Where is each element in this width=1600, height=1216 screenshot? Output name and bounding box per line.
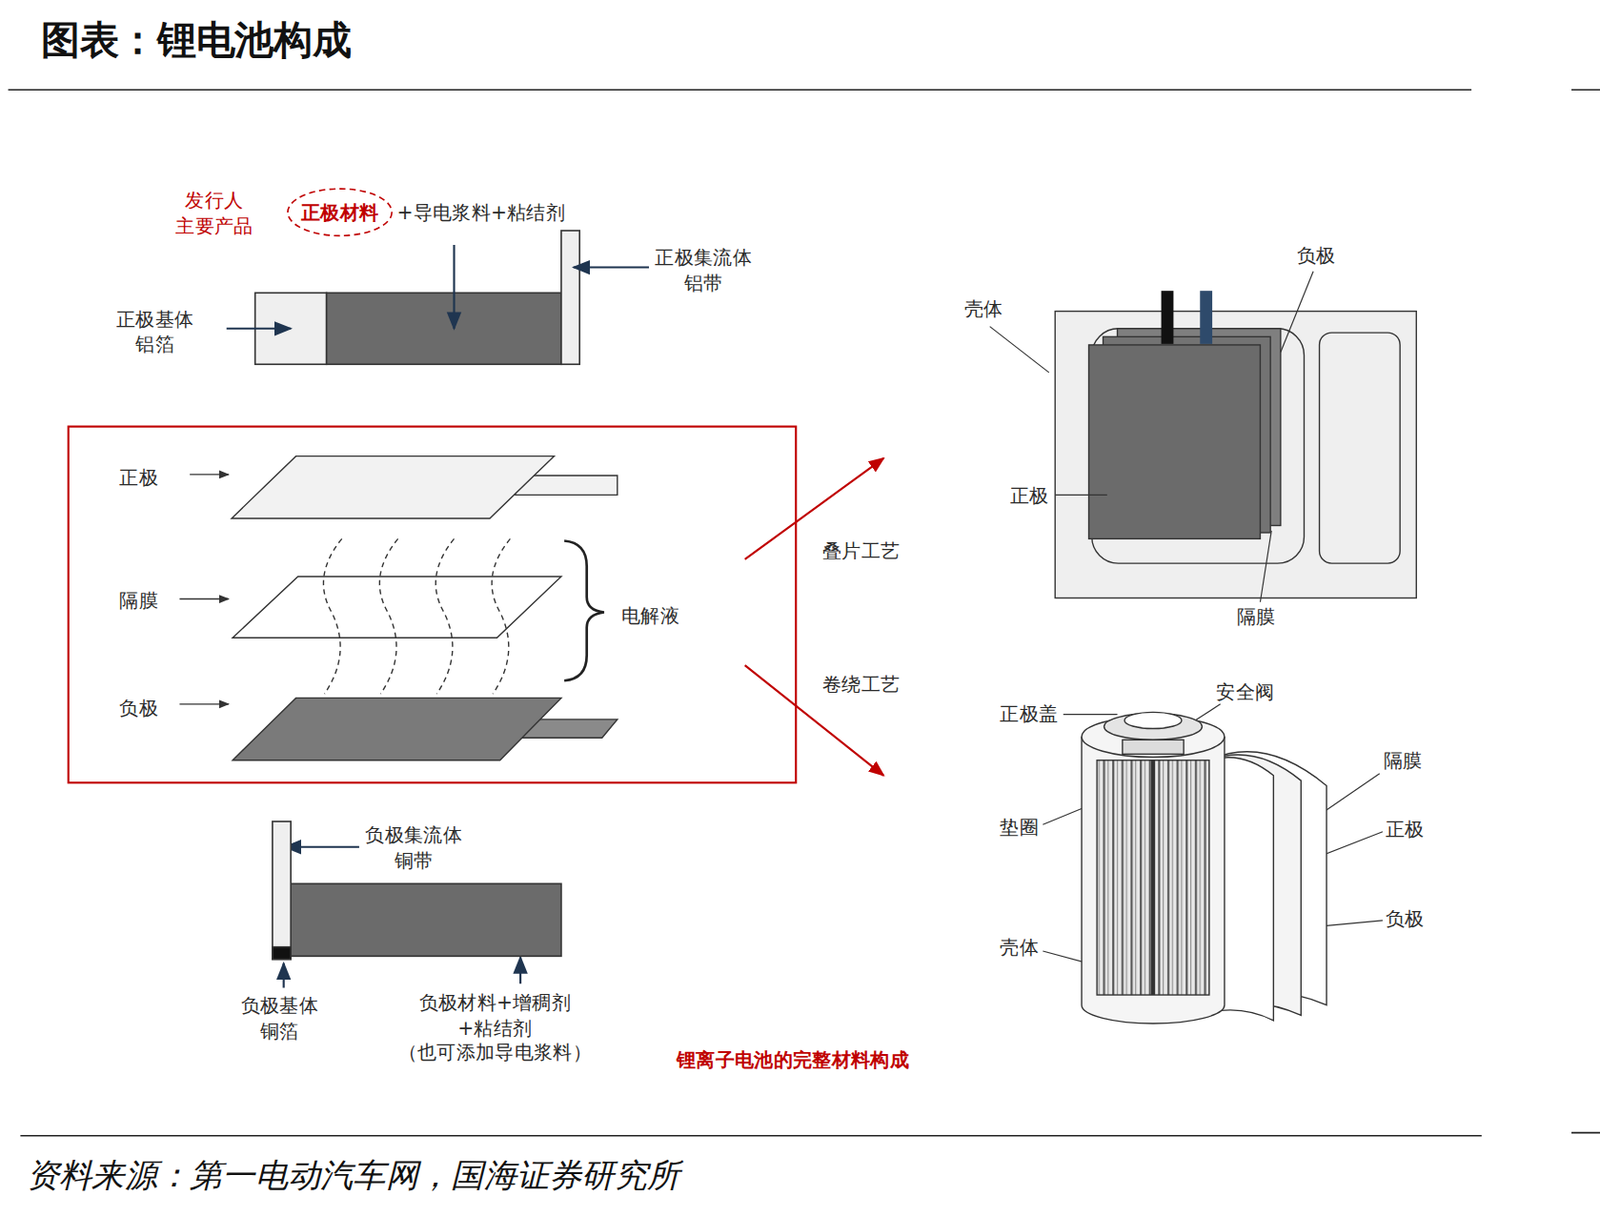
part-label: 正极集流体 铝带 [654, 244, 752, 296]
illustration-stroke [1259, 530, 1272, 603]
assembly-frame: 正极隔膜负极 电解液 [67, 425, 798, 785]
illustration-stroke [272, 821, 291, 960]
part-label: 壳体 [964, 296, 1004, 322]
part-label: 叠片工艺 [822, 537, 900, 563]
illustration-stroke [1280, 271, 1314, 353]
pointer-arrows [226, 244, 649, 989]
part-label: 发行人 主要产品 [175, 187, 253, 239]
part-label: 正极 [1385, 816, 1425, 842]
pouch-cell [1054, 290, 1417, 598]
illustration-stroke [1124, 711, 1182, 729]
part-label: 卷绕工艺 [822, 671, 900, 697]
part-label: 正极基体 铝箔 [116, 305, 194, 357]
illustration-stroke [326, 292, 562, 365]
illustration-stroke [1089, 344, 1261, 539]
illustration-stroke [272, 947, 291, 960]
part-label: 壳体 [999, 934, 1039, 960]
rule-lines [8, 89, 1600, 1136]
illustration-stroke [1096, 760, 1210, 995]
part-label: 安全阀 [1215, 679, 1275, 705]
illustration-stroke [20, 1134, 1481, 1137]
part-label: 负极材料+增稠剂+粘结剂 （也可添加导电浆料） [398, 990, 592, 1066]
illustration-stroke [990, 326, 1050, 373]
part-label: 隔膜 [1236, 604, 1276, 629]
part-label: 隔膜 [1383, 748, 1423, 773]
part-label: 负极基体 铜箔 [241, 992, 319, 1044]
illustration-stroke [323, 538, 342, 694]
illustration-stroke [179, 703, 228, 705]
part-label: 负极 [119, 694, 159, 720]
ellipse-outline [287, 188, 392, 236]
part-label: +导电浆料+粘结剂 [397, 200, 567, 225]
illustration-stroke [189, 473, 229, 475]
illustration-stroke [179, 598, 228, 600]
illustration-stroke [226, 327, 291, 330]
part-label: 垫圈 [999, 813, 1039, 839]
illustration-stroke [231, 456, 554, 519]
part-label: 负极集流体 铜带 [364, 822, 463, 873]
negative-electrode [272, 821, 562, 960]
part-label: 正极材料 [301, 199, 379, 224]
illustration-stroke [519, 956, 522, 984]
figure-title: 图表：锂电池构成 [40, 14, 352, 65]
illustration-stroke [1161, 290, 1175, 345]
illustration-stroke [1054, 311, 1417, 599]
label-arrows [179, 474, 228, 705]
positive-electrode [255, 230, 581, 365]
illustration-stroke [379, 538, 398, 694]
illustration-stroke [1151, 760, 1155, 995]
electrolyte-waves [323, 538, 510, 694]
illustration-stroke [1122, 739, 1184, 754]
illustration-stroke [1571, 1132, 1600, 1135]
illustration-stroke [232, 697, 562, 760]
part-label: 正极盖 [999, 701, 1058, 727]
illustration-stroke [491, 538, 510, 694]
illustration-stroke [452, 244, 455, 329]
cell-layers [231, 456, 618, 761]
part-label: 电解液 [621, 603, 680, 628]
illustration-stroke [435, 538, 454, 694]
illustration-stroke [283, 963, 285, 989]
illustration-stroke [232, 576, 562, 638]
part-label: 隔膜 [119, 587, 159, 613]
part-label: 正极 [119, 464, 159, 489]
highlight-ellipse: 正极材料 [285, 186, 395, 239]
illustration-stroke [1199, 290, 1213, 345]
brace [564, 541, 605, 682]
illustration-stroke [1063, 713, 1118, 715]
process-arrows [745, 458, 885, 776]
illustration-stroke [1054, 494, 1108, 496]
illustration-stroke [561, 230, 580, 365]
part-label: 负极 [1385, 906, 1425, 932]
illustration-stroke [1319, 332, 1401, 564]
cylindrical-cell [1081, 711, 1327, 1024]
illustration-stroke [8, 88, 1473, 91]
illustration-stroke [284, 846, 360, 849]
illustration-stroke [573, 265, 649, 268]
part-label: 正极 [1010, 482, 1050, 507]
illustration-stroke [1571, 88, 1600, 91]
part-label: 锂离子电池的完整材料构成 [676, 1047, 910, 1073]
illustration-stroke [1081, 736, 1225, 1024]
source-caption: 资料来源：第一电动汽车网，国海证券研究所 [26, 1154, 680, 1198]
illustration-stroke [290, 883, 562, 956]
part-label: 负极 [1296, 243, 1337, 268]
